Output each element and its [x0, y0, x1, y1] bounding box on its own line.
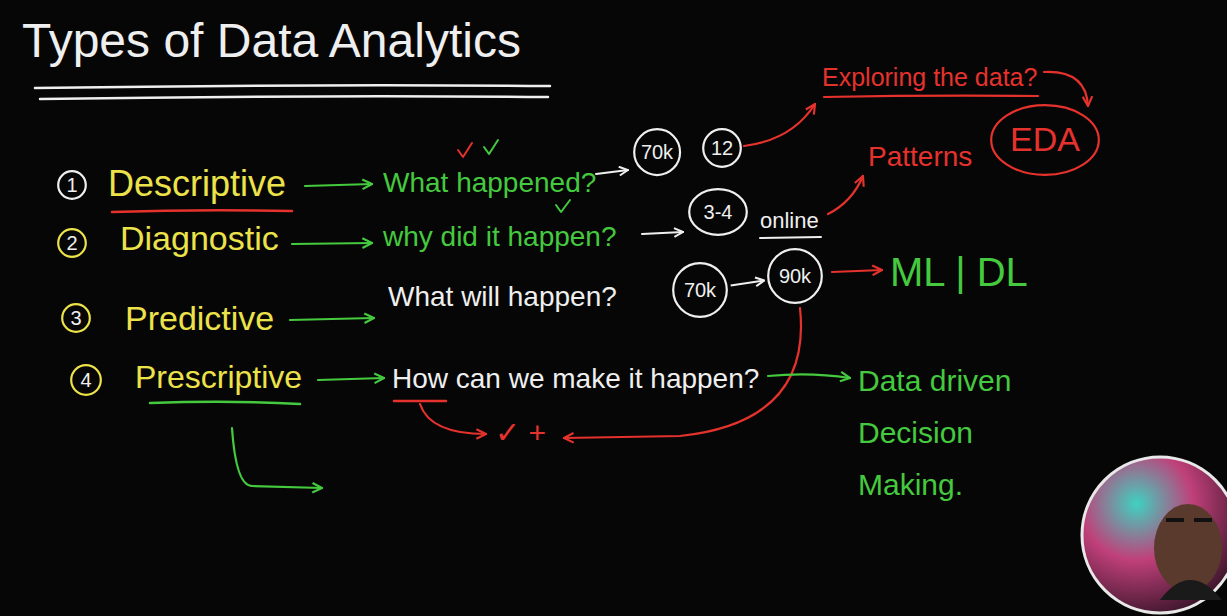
arrow	[828, 176, 863, 214]
underline	[112, 210, 292, 212]
node-text: 3-4	[704, 201, 733, 223]
circle-outline	[768, 249, 822, 303]
node-text: EDA	[1010, 121, 1080, 158]
title-underline	[40, 96, 548, 99]
arrow	[744, 104, 815, 146]
arrow	[596, 170, 628, 174]
question: What will happen?	[388, 280, 617, 314]
underline	[150, 402, 300, 404]
value-circle: 70k	[672, 262, 728, 318]
arrow	[290, 318, 374, 320]
arrow	[832, 270, 882, 272]
node-text: 3	[70, 307, 81, 329]
analytics-type: Descriptive	[108, 162, 286, 205]
value-circle: 70k	[633, 128, 681, 176]
analytics-type: Prescriptive	[135, 358, 302, 396]
value-circle: 3-4	[688, 188, 748, 236]
circle-outline	[71, 365, 101, 395]
arrow	[292, 243, 372, 244]
eda-circle: EDA	[990, 104, 1100, 176]
title-underline	[35, 85, 550, 88]
underline	[760, 237, 821, 238]
presenter-body	[1160, 580, 1222, 600]
value-circle: 12	[702, 128, 742, 168]
circle-outline	[62, 304, 90, 332]
step-number: 3	[61, 303, 91, 333]
note: Exploring the data?	[822, 62, 1037, 92]
question: why did it happen?	[383, 220, 617, 254]
analytics-type: Diagnostic	[120, 218, 279, 259]
connector-arrow	[731, 281, 765, 286]
presenter-head	[1154, 504, 1222, 592]
note: Patterns	[868, 140, 972, 174]
arrow	[318, 378, 384, 380]
node-text: 70k	[684, 279, 716, 301]
arrow	[1044, 72, 1088, 106]
circle-outline	[673, 263, 727, 317]
arrow	[768, 374, 850, 378]
arrow	[420, 404, 486, 434]
check-mark	[484, 140, 498, 154]
webcam-frame	[1082, 457, 1227, 613]
arrow	[232, 428, 322, 488]
circle-outline	[689, 189, 747, 235]
circle-outline	[991, 105, 1099, 175]
node-text: 4	[80, 369, 91, 391]
circle-outline	[58, 229, 86, 257]
step-number: 4	[70, 364, 102, 396]
node-text: 70k	[641, 141, 673, 163]
note: Data driven Decision Making.	[858, 355, 1058, 511]
underline	[824, 96, 1038, 97]
node-text: 1	[66, 174, 77, 196]
check-mark	[556, 200, 570, 212]
check-mark	[458, 143, 472, 157]
circle-outline	[703, 129, 741, 167]
question: What happened?	[383, 166, 596, 200]
glasses	[1166, 518, 1212, 522]
value-circle: 90k	[767, 248, 823, 304]
step-number: 2	[57, 228, 87, 258]
note: ✓ +	[495, 415, 546, 451]
underline	[394, 400, 446, 403]
node-text: 12	[711, 137, 733, 159]
page-title: Types of Data Analytics	[22, 12, 521, 70]
circle-outline	[634, 129, 680, 175]
analytics-type: Predictive	[125, 298, 274, 339]
circle-outline	[58, 171, 86, 199]
note: ML | DL	[890, 248, 1028, 296]
node-text: 2	[66, 232, 77, 254]
step-number: 1	[57, 170, 87, 200]
arrow	[642, 232, 683, 234]
arrow	[305, 184, 372, 186]
note: online	[760, 208, 819, 234]
node-text: 90k	[779, 265, 811, 287]
question: How can we make it happen?	[392, 362, 759, 396]
webcam-overlay	[1082, 457, 1227, 613]
